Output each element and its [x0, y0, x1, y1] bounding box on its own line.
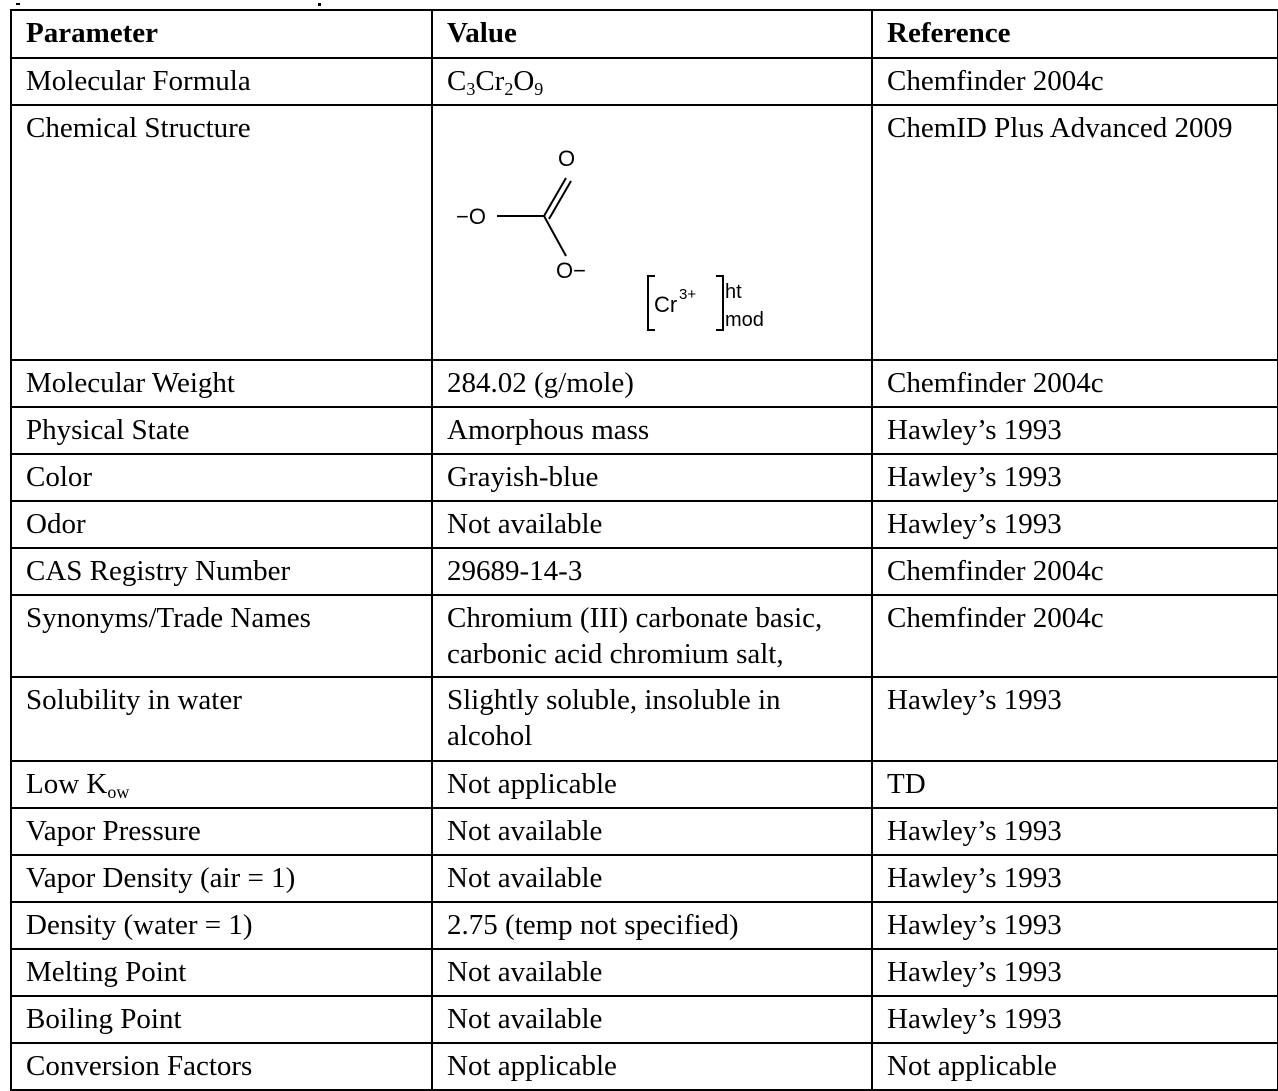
value-cell: Not available [431, 854, 873, 903]
table-row: Solubility in water Slightly soluble, in… [10, 676, 1278, 762]
value-cell: Not available [431, 500, 873, 549]
value-cell: 284.02 (g/mole) [431, 359, 873, 408]
table-row: Molecular Weight 284.02 (g/mole) Chemfin… [10, 359, 1278, 408]
label-ht: ht [725, 281, 742, 303]
value-cell: Not available [431, 948, 873, 997]
parameter-cell: CAS Registry Number [10, 547, 433, 596]
reference-cell: Hawley’s 1993 [871, 807, 1278, 856]
table-row: Molecular Formula C3Cr2O9 Chemfinder 200… [10, 57, 1278, 106]
parameter-cell: Conversion Factors [10, 1042, 433, 1091]
reference-cell: Hawley’s 1993 [871, 901, 1278, 950]
value-line: carbonic acid chromium salt, [447, 638, 784, 670]
value-cell: Not applicable [431, 1042, 873, 1091]
table-row: Synonyms/Trade Names Chromium (III) carb… [10, 594, 1278, 678]
c-o-top-double-bond-b [548, 180, 572, 220]
formula-subscript: 9 [534, 79, 544, 99]
c-o-bottom-bond [543, 215, 567, 257]
cut-off-heading-fragment [0, 0, 1278, 10]
bracket-left [647, 275, 655, 331]
header-value: Value [431, 9, 873, 59]
table-row: Chemical Structure O −O O− [10, 104, 1278, 361]
formula-element: Cr [475, 65, 505, 97]
parameter-cell: Molecular Weight [10, 359, 433, 408]
kow-subscript: ow [107, 782, 130, 802]
parameter-cell: Melting Point [10, 948, 433, 997]
table-row: Conversion Factors Not applicable Not ap… [10, 1042, 1278, 1091]
value-cell: Grayish-blue [431, 453, 873, 502]
parameter-cell: Density (water = 1) [10, 901, 433, 950]
parameter-cell: Vapor Pressure [10, 807, 433, 856]
parameter-cell: Low Kow [10, 760, 433, 809]
header-parameter: Parameter [10, 9, 433, 59]
c-o-top-double-bond-a [543, 177, 567, 217]
table-row: Density (water = 1) 2.75 (temp not speci… [10, 901, 1278, 950]
table-row: Vapor Density (air = 1) Not available Ha… [10, 854, 1278, 903]
reference-cell: Hawley’s 1993 [871, 500, 1278, 549]
table-row: Low Kow Not applicable TD [10, 760, 1278, 809]
value-line: Chromium (III) carbonate basic, [447, 602, 823, 634]
reference-cell: Chemfinder 2004c [871, 547, 1278, 596]
value-cell: Not available [431, 995, 873, 1044]
value-cell: Amorphous mass [431, 406, 873, 455]
oxygen-top: O [558, 146, 575, 171]
parameter-cell: Synonyms/Trade Names [10, 594, 433, 678]
value-cell: Not applicable [431, 760, 873, 809]
table-row: Vapor Pressure Not available Hawley’s 19… [10, 807, 1278, 856]
table-row: Melting Point Not available Hawley’s 199… [10, 948, 1278, 997]
value-cell: Chromium (III) carbonate basic, carbonic … [431, 594, 873, 678]
kow-label: Low K [26, 768, 108, 800]
bracket-right [716, 275, 724, 331]
parameter-cell: Odor [10, 500, 433, 549]
reference-cell: Chemfinder 2004c [871, 57, 1278, 106]
header-reference: Reference [871, 9, 1278, 59]
value-cell: Slightly soluble, insoluble in alcohol [431, 676, 873, 762]
parameter-cell: Physical State [10, 406, 433, 455]
chemical-properties-table: Parameter Value Reference Molecular Form… [10, 9, 1278, 1091]
reference-cell: Hawley’s 1993 [871, 406, 1278, 455]
molecular-formula-value: C3Cr2O9 [431, 57, 873, 106]
reference-cell: Chemfinder 2004c [871, 359, 1278, 408]
heading-glyph-remnants [16, 3, 321, 6]
formula-subscript: 2 [504, 79, 514, 99]
reference-cell: Chemfinder 2004c [871, 594, 1278, 678]
value-cell: Not available [431, 807, 873, 856]
parameter-cell: Vapor Density (air = 1) [10, 854, 433, 903]
parameter-cell: Solubility in water [10, 676, 433, 762]
table-row: CAS Registry Number 29689-14-3 Chemfinde… [10, 547, 1278, 596]
table-row: Physical State Amorphous mass Hawley’s 1… [10, 406, 1278, 455]
chromium-charge: 3+ [679, 286, 696, 303]
reference-cell: Not applicable [871, 1042, 1278, 1091]
label-mod: mod [725, 309, 764, 331]
reference-cell: ChemID Plus Advanced 2009 [871, 104, 1278, 361]
value-line: alcohol [447, 720, 533, 752]
chromium-ion: Cr [654, 292, 677, 317]
parameter-cell: Boiling Point [10, 995, 433, 1044]
parameter-cell: Color [10, 453, 433, 502]
formula-subscript: 3 [466, 79, 476, 99]
parameter-cell: Chemical Structure [10, 104, 433, 361]
value-cell: 2.75 (temp not specified) [431, 901, 873, 950]
reference-cell: Hawley’s 1993 [871, 948, 1278, 997]
reference-cell: Hawley’s 1993 [871, 995, 1278, 1044]
value-cell: 29689-14-3 [431, 547, 873, 596]
reference-cell: Hawley’s 1993 [871, 854, 1278, 903]
reference-cell: TD [871, 760, 1278, 809]
oxygen-left: −O [456, 204, 486, 229]
parameter-cell: Molecular Formula [10, 57, 433, 106]
table-header-row: Parameter Value Reference [10, 9, 1278, 59]
table-row: Boiling Point Not available Hawley’s 199… [10, 995, 1278, 1044]
formula-element: O [513, 65, 535, 97]
chemical-structure-drawing: O −O O− Cr 3+ ht mod [431, 104, 873, 361]
oxygen-bottom: O− [556, 258, 586, 283]
structure-svg: O −O O− Cr 3+ ht mod [456, 146, 764, 331]
formula-element: C [447, 65, 467, 97]
table-row: Odor Not available Hawley’s 1993 [10, 500, 1278, 549]
reference-cell: Hawley’s 1993 [871, 676, 1278, 762]
value-line: Slightly soluble, insoluble in [447, 684, 781, 716]
table-row: Color Grayish-blue Hawley’s 1993 [10, 453, 1278, 502]
reference-cell: Hawley’s 1993 [871, 453, 1278, 502]
